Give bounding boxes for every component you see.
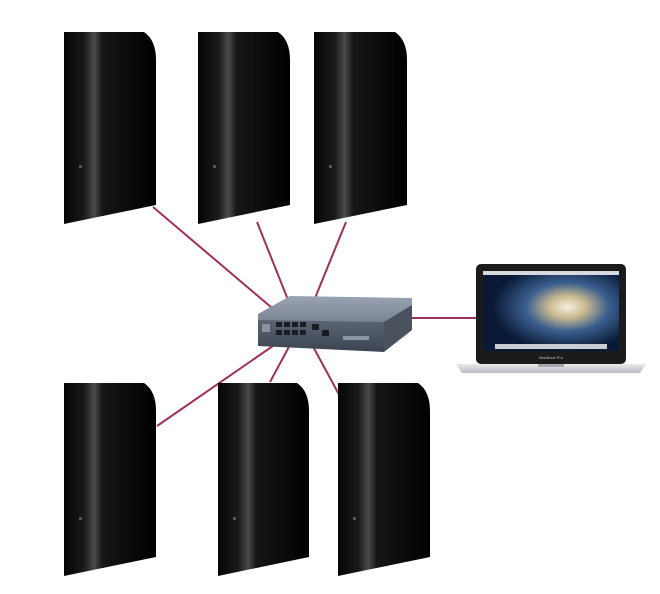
drive-top-right <box>314 32 407 224</box>
dock-icon <box>495 344 607 349</box>
laptop: MacBook Pro <box>456 264 646 373</box>
drive-led-icon <box>213 165 216 168</box>
drive-led-icon <box>79 165 82 168</box>
switch-status-icon <box>262 324 270 332</box>
drive-bottom-middle <box>218 383 309 576</box>
drive-led-icon <box>79 517 82 520</box>
drive-led-icon <box>353 517 356 520</box>
drive-bottom-left <box>64 383 156 576</box>
network-switch <box>258 296 412 352</box>
laptop-screen <box>483 271 619 351</box>
switch-ports <box>276 322 329 336</box>
drive-top-middle <box>198 32 290 224</box>
drive-top-left <box>64 32 156 224</box>
drive-led-icon <box>329 165 332 168</box>
drive-bottom-right <box>338 383 430 576</box>
drive-led-icon <box>233 517 236 520</box>
laptop-screen-caption: MacBook Pro <box>539 355 564 360</box>
